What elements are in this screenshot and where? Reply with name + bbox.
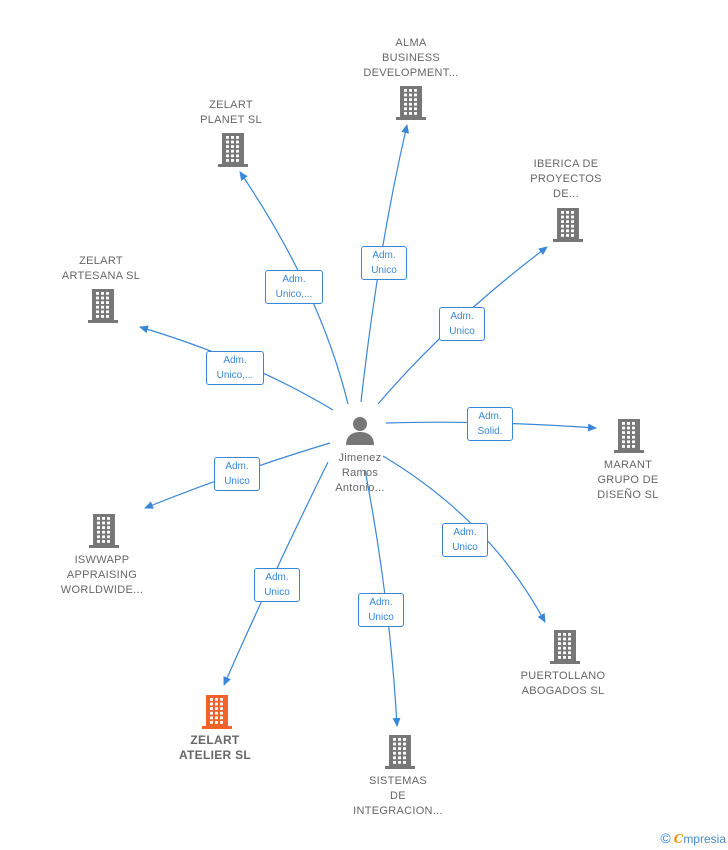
relation-badge-iswwapp[interactable]: Adm.Unico <box>214 457 260 491</box>
relation-badge-zelart-atelier[interactable]: Adm.Unico <box>254 568 300 602</box>
relation-badge-iberica[interactable]: Adm.Unico <box>439 307 485 341</box>
empresia-watermark: ©Cmpresia <box>660 830 726 846</box>
brand-logo-initial: C <box>673 832 684 846</box>
relation-badge-zelart-artesana[interactable]: Adm.Unico,... <box>206 351 264 385</box>
relation-badge-zelart-planet[interactable]: Adm.Unico,... <box>265 270 323 304</box>
building-icon[interactable] <box>201 694 233 730</box>
building-icon[interactable] <box>88 513 120 549</box>
building-icon[interactable] <box>613 418 645 454</box>
building-icon[interactable] <box>217 132 249 168</box>
relation-badge-puertollano[interactable]: Adm.Unico <box>442 523 488 557</box>
center-person-label[interactable]: Jimenez Ramos Antonio... <box>335 452 385 494</box>
building-icon[interactable] <box>552 207 584 243</box>
person-icon[interactable] <box>344 414 376 446</box>
relation-badge-sistemas[interactable]: Adm.Unico <box>358 593 404 627</box>
building-icon[interactable] <box>549 629 581 665</box>
relation-badge-alma[interactable]: Adm.Unico <box>361 246 407 280</box>
brand-logo-text: mpresia <box>683 832 726 846</box>
building-icon[interactable] <box>87 288 119 324</box>
relation-badge-marant[interactable]: Adm.Solid. <box>467 407 513 441</box>
building-icon[interactable] <box>395 85 427 121</box>
copyright-icon: © <box>660 830 671 846</box>
building-icon[interactable] <box>384 734 416 770</box>
